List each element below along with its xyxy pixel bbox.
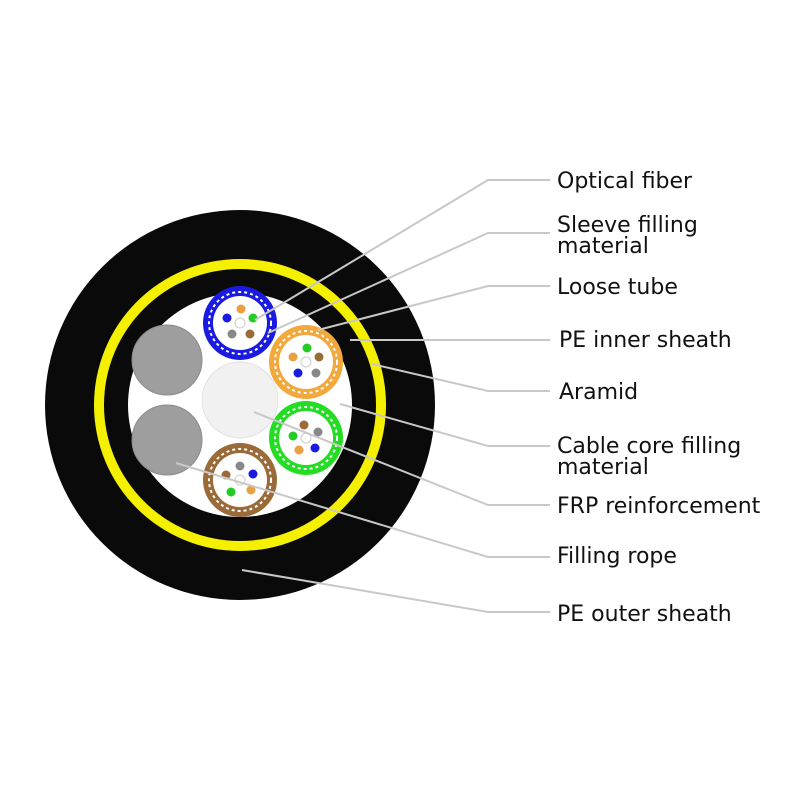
leader-loose-tube bbox=[317, 285, 550, 331]
label-sleeve-filling-material: Sleeve filling material bbox=[557, 213, 705, 259]
label-aramid: Aramid bbox=[559, 380, 638, 405]
loose-tube-green bbox=[269, 401, 343, 475]
loose-tube-brown bbox=[203, 443, 277, 517]
leader-pe-outer-sheath bbox=[241, 569, 550, 613]
filling-rope-bottom bbox=[131, 404, 203, 476]
leader-filling-rope bbox=[175, 462, 550, 558]
label-pe-inner-sheath: PE inner sheath bbox=[559, 328, 732, 353]
leader-optical-fiber bbox=[254, 179, 550, 321]
label-cable-core-filling-material: Cable core filling material bbox=[557, 434, 748, 480]
label-loose-tube: Loose tube bbox=[557, 275, 678, 300]
frp-reinforcement-rod bbox=[201, 361, 279, 439]
label-frp-reinforcement: FRP reinforcement bbox=[557, 494, 761, 519]
leader-cable-core-filling-material bbox=[339, 403, 550, 447]
label-filling-rope: Filling rope bbox=[557, 544, 677, 569]
loose-tube-orange bbox=[269, 325, 343, 399]
filling-rope-top bbox=[131, 324, 203, 396]
leader-sleeve-filling-material bbox=[267, 232, 550, 334]
label-pe-outer-sheath: PE outer sheath bbox=[557, 602, 732, 627]
loose-tube-blue bbox=[203, 286, 277, 360]
leader-frp-reinforcement bbox=[253, 411, 550, 506]
leader-aramid bbox=[371, 363, 550, 392]
label-optical-fiber: Optical fiber bbox=[557, 169, 693, 194]
